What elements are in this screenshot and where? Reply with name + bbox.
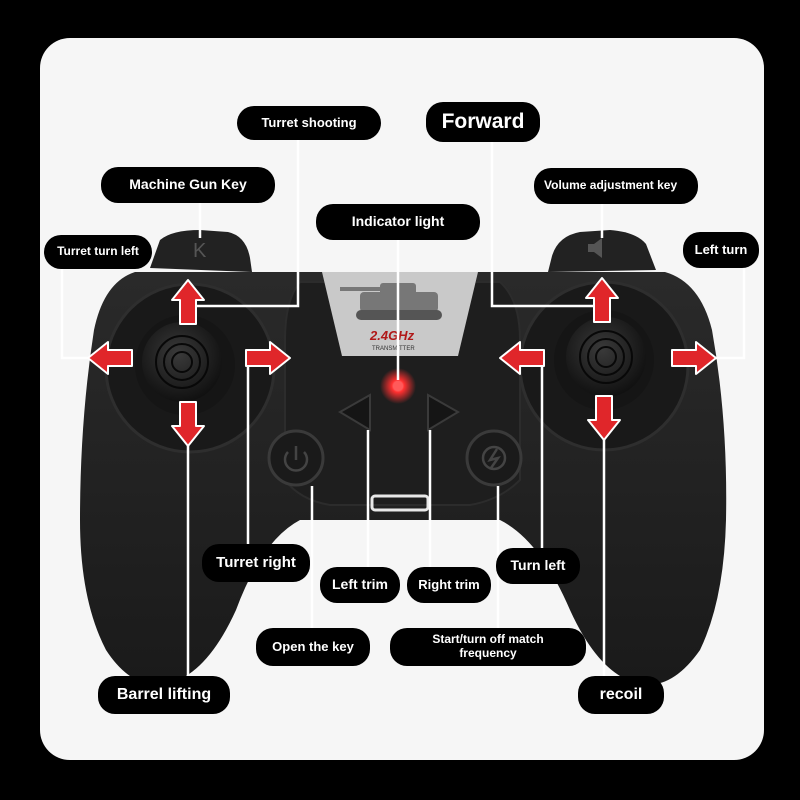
left-stick-left-arrow xyxy=(87,341,133,375)
label-indicator-light: Indicator light xyxy=(316,204,480,240)
label-left-trim: Left trim xyxy=(320,567,400,603)
label-open-the-key: Open the key xyxy=(256,628,370,666)
label-barrel-lifting: Barrel lifting xyxy=(98,676,230,714)
label-forward: Forward xyxy=(426,102,540,142)
label-turn-left: Turn left xyxy=(496,548,580,584)
badge-frequency-text: 2.4GHz xyxy=(369,328,415,343)
label-start-turn-off-match-frequency: Start/turn off match frequency xyxy=(390,628,586,666)
badge-transmitter-text: TRANSMITTER xyxy=(372,346,415,352)
indicator-light xyxy=(393,381,403,391)
left-joystick[interactable] xyxy=(142,322,222,402)
right-stick-up-arrow xyxy=(585,277,619,323)
right-stick-down-arrow xyxy=(587,395,621,441)
right-joystick[interactable] xyxy=(566,317,646,397)
label-volume-adjustment-key: Volume adjustment key xyxy=(534,168,698,204)
left-stick-right-arrow xyxy=(245,341,291,375)
label-machine-gun-key: Machine Gun Key xyxy=(101,167,275,203)
right-joystick-grip xyxy=(579,330,633,384)
leader-lines xyxy=(60,138,746,678)
direction-arrows xyxy=(87,277,717,447)
lightning-icon xyxy=(481,445,507,471)
right-trim-button[interactable] xyxy=(427,393,460,432)
label-left-turn: Left turn xyxy=(683,232,759,268)
label-turret-shooting: Turret shooting xyxy=(237,106,381,140)
machine-gun-shoulder-key[interactable] xyxy=(150,230,252,272)
right-stick-right-arrow xyxy=(671,341,717,375)
left-trim-button[interactable] xyxy=(338,393,371,432)
bottom-clip xyxy=(370,494,430,512)
right-stick-left-arrow xyxy=(499,341,545,375)
label-recoil: recoil xyxy=(578,676,664,714)
speaker-icon xyxy=(588,238,602,258)
label-turret-right: Turret right xyxy=(202,544,310,582)
power-icon xyxy=(283,446,309,472)
left-stick-up-arrow xyxy=(171,279,205,325)
label-right-trim: Right trim xyxy=(407,567,491,603)
shoulder-key-letter: K xyxy=(193,240,207,262)
label-turret-turn-left: Turret turn left xyxy=(44,235,152,269)
left-joystick-grip xyxy=(155,335,209,389)
left-stick-down-arrow xyxy=(171,401,205,447)
